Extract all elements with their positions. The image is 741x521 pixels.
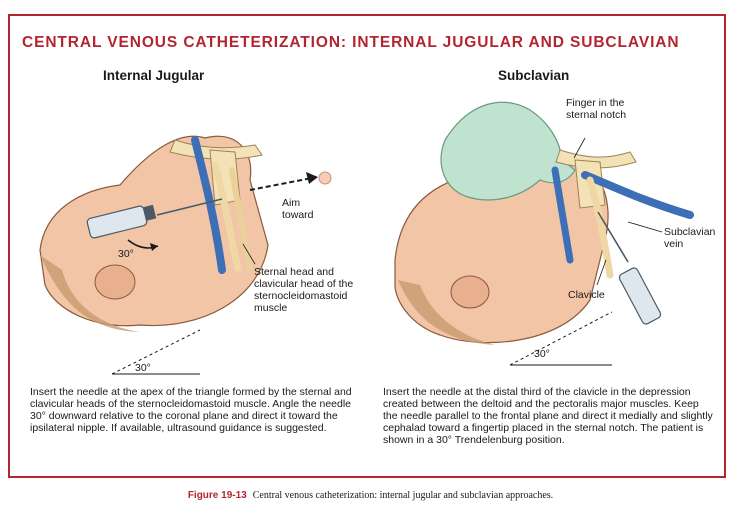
aim-arrow	[249, 177, 313, 191]
muscle-right	[586, 176, 614, 279]
jugular-vein-right	[551, 166, 574, 264]
hair-left	[40, 255, 140, 332]
subclavian-illustration	[394, 101, 694, 366]
label-sternal-head: Sternal head and clavicular head of the …	[254, 266, 354, 314]
caption-text: Central venous catheterization: internal…	[252, 490, 554, 501]
subclavian-vein	[581, 171, 694, 219]
syringe-right	[597, 211, 662, 325]
finger-pointer	[573, 137, 586, 159]
label-aim-toward: Aim toward	[282, 197, 314, 221]
description-internal-jugular: Insert the needle at the apex of the tri…	[30, 386, 352, 434]
label-subclavian-vein: Subclavian vein	[664, 226, 716, 250]
aim-arrowhead	[306, 172, 318, 184]
clavicular-head-muscle	[229, 167, 253, 271]
internal-jugular-illustration	[39, 135, 332, 375]
label-finger-sternal-notch: Finger in the sternal notch	[566, 97, 627, 121]
reference-line-left	[111, 329, 201, 375]
sternal-head-pointer	[242, 243, 256, 265]
vein-pointer	[627, 221, 663, 233]
hair-right	[398, 280, 495, 345]
figure-caption: Figure 19-13 Central venous catheterizati…	[0, 490, 741, 501]
target-nipple	[318, 171, 332, 185]
panel-heading-subclavian: Subclavian	[498, 68, 570, 83]
gloved-hand	[440, 101, 576, 201]
figure-title: CENTRAL VENOUS CATHETERIZATION: INTERNAL…	[22, 34, 680, 51]
figure-label: Figure 19-13	[187, 490, 247, 501]
syringe-left	[86, 198, 223, 239]
panel-heading-internal-jugular: Internal Jugular	[103, 68, 205, 83]
clavicle-pointer	[596, 259, 607, 286]
label-angle-30-bottom-left: 30°	[135, 362, 151, 374]
ear-right	[450, 275, 490, 309]
label-angle-30-side: 30°	[118, 248, 134, 260]
label-angle-30-bottom-right: 30°	[534, 348, 550, 360]
ear-left	[94, 264, 136, 300]
description-subclavian: Insert the needle at the distal third of…	[383, 386, 713, 446]
reference-line-right	[509, 311, 613, 366]
label-clavicle: Clavicle	[568, 289, 605, 301]
sternal-head-muscle	[211, 161, 242, 272]
